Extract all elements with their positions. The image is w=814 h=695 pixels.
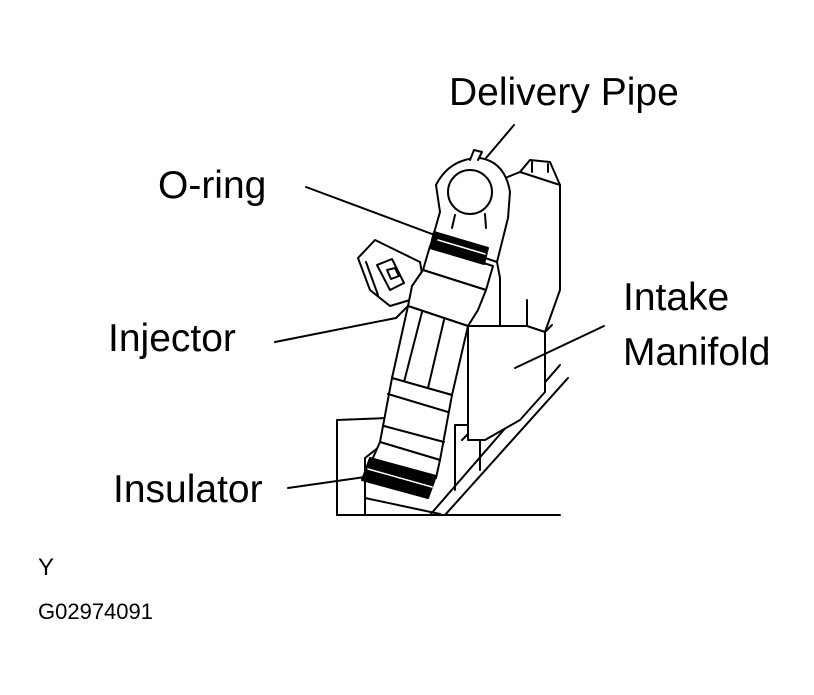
intake-manifold-leader bbox=[514, 325, 605, 369]
insulator bbox=[361, 457, 437, 499]
delivery-pipe bbox=[431, 149, 511, 279]
injector-leader bbox=[274, 317, 397, 343]
delivery-pipe-leader bbox=[485, 124, 515, 159]
o-ring-label: O-ring bbox=[158, 164, 267, 207]
insulator-leader bbox=[287, 475, 373, 489]
view-letter: Y bbox=[38, 554, 55, 581]
o-ring bbox=[429, 231, 489, 265]
o-ring-leader bbox=[305, 186, 449, 241]
figure-code: G02974091 bbox=[38, 599, 153, 624]
intake-manifold-label-line2: Manifold bbox=[623, 331, 771, 374]
intake-manifold bbox=[336, 159, 569, 516]
injector-label: Injector bbox=[108, 317, 236, 360]
insulator-label: Insulator bbox=[113, 468, 263, 511]
leader-lines bbox=[274, 124, 605, 489]
injector bbox=[357, 239, 494, 479]
intake-manifold-label-line1: Intake bbox=[623, 276, 730, 319]
delivery-pipe-label: Delivery Pipe bbox=[449, 71, 679, 114]
